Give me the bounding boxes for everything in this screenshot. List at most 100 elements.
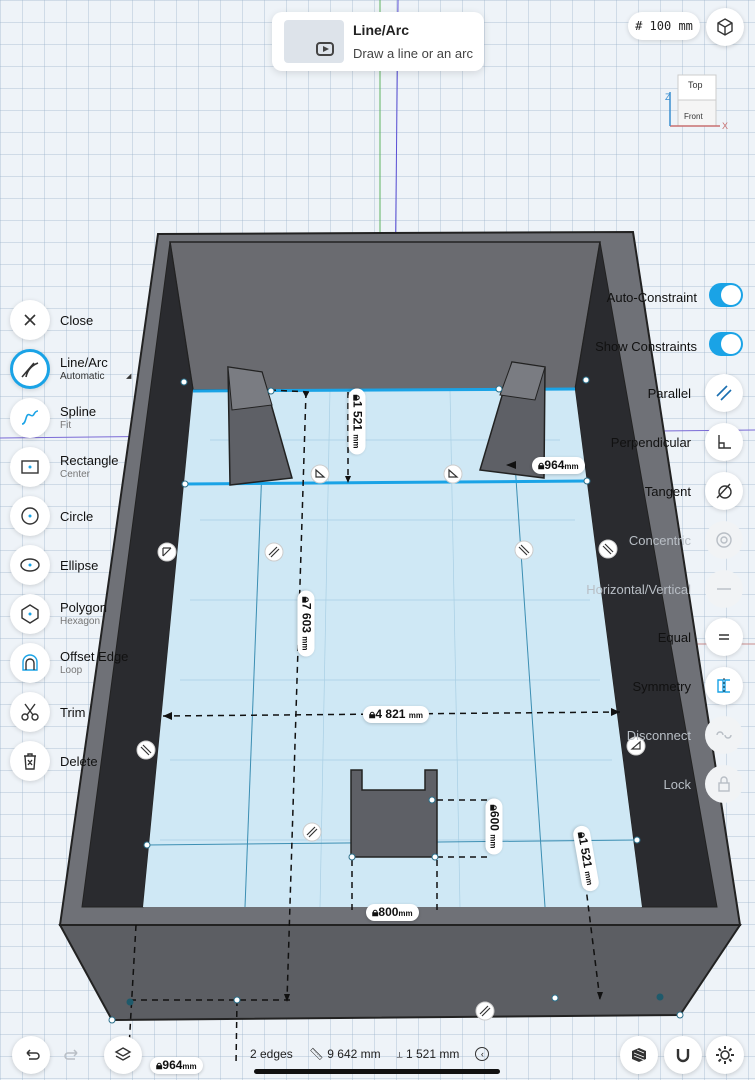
close-icon [10, 300, 50, 340]
constraint-label: Symmetry [632, 679, 692, 694]
vertices [108, 376, 684, 1024]
constraint-label: Concentric [628, 533, 691, 548]
gear-icon [716, 1046, 734, 1064]
tool-label: Rectangle [60, 453, 119, 468]
dim-long-depth[interactable]: 🔒︎7 603 mm [297, 590, 315, 657]
view-cube[interactable]: Top Front X Z [660, 70, 755, 140]
constraint-label: Auto-Constraint [606, 290, 697, 305]
grid-size-button[interactable]: # 100 mm [628, 12, 700, 40]
snap-button[interactable] [664, 1036, 702, 1074]
constraint-label: Disconnect [626, 728, 691, 743]
home-indicator[interactable] [254, 1069, 500, 1074]
offset-edge-icon [10, 643, 50, 683]
selected-edge-bottom [184, 479, 588, 486]
delete-icon [10, 741, 50, 781]
render-mode-button[interactable] [620, 1036, 658, 1074]
tool-label: Spline [60, 404, 97, 419]
undo-button[interactable] [12, 1036, 50, 1074]
equal-icon [705, 618, 743, 656]
cube-view-icon [717, 18, 733, 36]
constraint-perpendicular[interactable]: Perpendicular [543, 423, 743, 463]
constraint-label: Tangent [644, 484, 691, 499]
constraint-label: Equal [657, 630, 691, 645]
constraint-symmetry[interactable]: Symmetry [543, 667, 743, 707]
line-arc-icon [10, 349, 50, 389]
spline-icon [10, 398, 50, 438]
parallel-icon [705, 374, 743, 412]
constraint-label: Parallel [647, 386, 691, 401]
selection-status: 2 edges 📏︎ 9 642 mm ⟂ 1 521 mm ‹ [250, 1044, 490, 1064]
tooltip-video-thumbnail[interactable] [284, 20, 344, 63]
tooltip-title: Line/Arc [353, 22, 410, 38]
concentric-icon [705, 521, 743, 559]
dim-bottom-offset[interactable]: 🔒︎964mm [150, 1057, 203, 1074]
dim-top-depth[interactable]: 🔒︎1 521 mm [348, 388, 366, 455]
dropdown-caret-icon[interactable]: ◢ [126, 373, 132, 380]
dim-width[interactable]: 🔒︎4 821 mm [363, 706, 429, 723]
constraint-label: Perpendicular [610, 435, 691, 450]
tool-sub-label: Automatic [60, 371, 105, 382]
tool-label: Circle [60, 509, 94, 524]
render-cube-icon [632, 1048, 646, 1062]
tool-label: Trim [60, 705, 86, 720]
dimension-arrows [163, 392, 620, 1002]
magnet-icon [676, 1049, 690, 1063]
collapse-status-button[interactable]: ‹ [475, 1047, 490, 1061]
perpendicular-icon [705, 423, 743, 461]
auto-constraint-toggle[interactable]: Auto-Constraint [513, 278, 743, 318]
perpendicular-readout: ⟂ 1 521 mm [396, 1047, 460, 1061]
constraint-equal[interactable]: Equal [543, 618, 743, 658]
show-constraints-toggle[interactable]: Show Constraints [513, 327, 743, 367]
box-front-face [58, 924, 742, 1022]
circle-icon [10, 496, 50, 536]
redo-icon [64, 1049, 78, 1060]
edge-count: 2 edges [250, 1047, 293, 1061]
tool-label: Offset Edge [60, 649, 129, 664]
tangent-icon [705, 472, 743, 510]
axis-x-label: X [722, 121, 729, 131]
constraint-concentric[interactable]: Concentric [543, 521, 743, 561]
constraint-tangent[interactable]: Tangent [543, 472, 743, 512]
tool-sub-label: Hexagon [60, 616, 101, 627]
constraint-parallel[interactable]: Parallel [543, 374, 743, 414]
tool-label: Close [60, 313, 94, 328]
redo-button[interactable] [60, 1046, 82, 1069]
disconnect-icon [705, 716, 743, 754]
constraint-label: Lock [663, 777, 691, 792]
settings-button[interactable] [706, 1036, 744, 1074]
horizontal-vertical-icon [705, 570, 743, 608]
rectangle-icon [10, 447, 50, 487]
toggle-switch[interactable] [709, 332, 743, 356]
constraint-horizontal-vertical[interactable]: Horizontal/Vertical [543, 570, 743, 610]
axis-z-label: Z [665, 92, 671, 102]
symmetry-icon [705, 667, 743, 705]
constraint-label: Horizontal/Vertical [586, 582, 691, 597]
floor [143, 390, 642, 907]
layers-icon [114, 1047, 132, 1061]
left-block-top [227, 366, 273, 411]
view-cube-front-label: Front [684, 112, 703, 121]
trim-icon [10, 692, 50, 732]
lock-icon [705, 765, 743, 803]
dim-notch-width[interactable]: 🔒︎800mm [366, 904, 419, 921]
toggle-switch[interactable] [709, 283, 743, 307]
layers-button[interactable] [104, 1036, 142, 1074]
tool-label: Polygon [60, 600, 107, 615]
dim-right-offset[interactable]: 🔒︎964mm [532, 457, 585, 474]
tool-sub-label: Center [60, 469, 91, 480]
tool-sub-label: Fit [60, 420, 72, 431]
notch-block [350, 769, 438, 858]
constraint-label: Show Constraints [595, 339, 697, 354]
constraint-disconnect[interactable]: Disconnect [543, 716, 743, 756]
tool-label: Line/Arc [60, 355, 108, 370]
tool-tooltip: Line/Arc Draw a line or an arc [272, 12, 484, 71]
constraint-lock[interactable]: Lock [543, 765, 743, 805]
view-mode-button[interactable] [706, 8, 744, 46]
perp-distance-icon: ⟂ [396, 1050, 403, 1060]
dim-notch-depth[interactable]: 🔒︎600 mm [485, 798, 503, 855]
play-icon [316, 42, 334, 56]
right-block-top [499, 361, 546, 401]
tool-label: Delete [60, 754, 98, 769]
